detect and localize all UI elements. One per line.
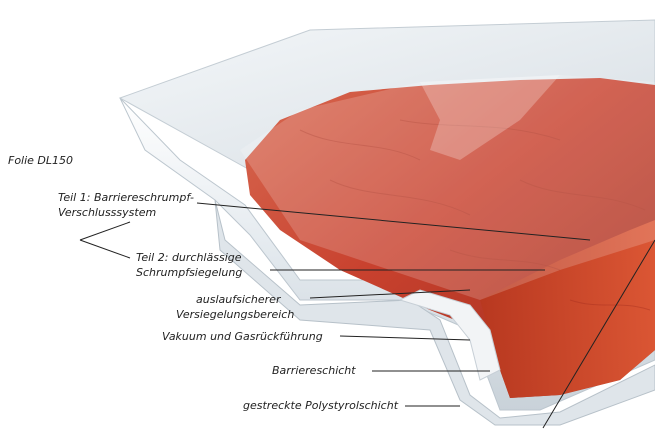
part2-label-line2: Schrumpfsiegelung: [136, 265, 242, 280]
part1-label-line2: Verschlusssystem: [58, 205, 156, 220]
barrier-layer-label: Barriereschicht: [272, 363, 356, 378]
vacuum-label: Vakuum und Gasrückführung: [162, 329, 323, 344]
leakproof-label-line2: Versiegelungsbereich: [176, 307, 294, 322]
part1-label-line1: Teil 1: Barriereschrumpf-: [58, 190, 194, 205]
leakproof-label-line1: auslaufsicherer: [196, 292, 280, 307]
part2-label-line1: Teil 2: durchlässige: [136, 250, 242, 265]
film-label: Folie DL150: [8, 153, 73, 168]
polystyrene-label: gestreckte Polystyrolschicht: [243, 398, 398, 413]
